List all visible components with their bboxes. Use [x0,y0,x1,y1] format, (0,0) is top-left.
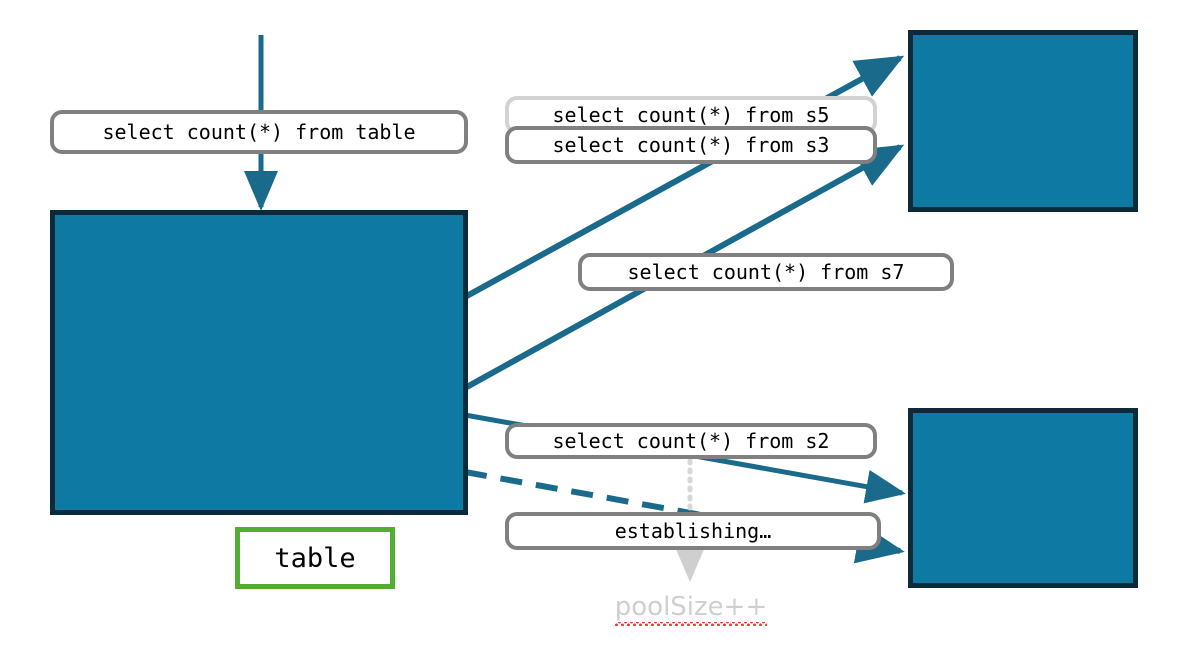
query-label-s3: select count(*) from s3 [505,126,877,164]
status-label-establishing: establishing… [505,512,881,550]
query-label-s2: select count(*) from s2 [505,423,877,459]
query-label-s7-text: select count(*) from s7 [627,260,905,284]
poolsize-note-text: poolSize++ [614,592,768,626]
table-container: table [50,210,468,589]
poolsize-note: poolSize++ [596,592,786,626]
pool-bottom: s2 s6 s4 [908,408,1138,588]
node-table[interactable]: table [235,527,395,589]
query-label-s5-text: select count(*) from s5 [552,103,830,127]
query-label-s7: select count(*) from s7 [578,253,954,291]
query-label-table-text: select count(*) from table [102,120,416,144]
query-label-s2-text: select count(*) from s2 [552,429,830,453]
node-table-label: table [274,542,356,574]
query-label-table: select count(*) from table [50,110,468,154]
query-label-s3-text: select count(*) from s3 [552,133,830,157]
status-label-establishing-text: establishing… [614,519,772,543]
pool-top: s1 s3 s5 s7 [908,30,1138,212]
